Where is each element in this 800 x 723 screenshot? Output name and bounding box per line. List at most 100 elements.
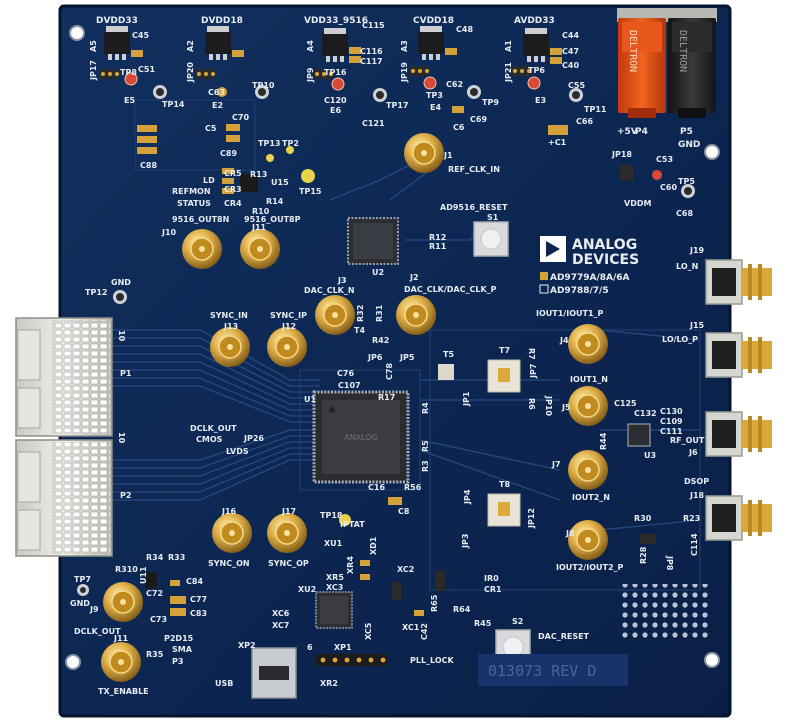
label-r14: R14 [266,197,284,206]
label-jp12: JP12 [527,508,536,529]
label-r4: R4 [421,402,430,414]
label-r23: R23 [683,514,700,523]
ad9516-reset-button[interactable] [473,221,509,257]
label-a3: A3 [400,40,409,52]
label-jp26: JP26 [243,434,264,443]
label-jp3: JP3 [461,534,470,549]
edge-sma-lo-n[interactable] [705,259,772,305]
label-a4: A4 [306,40,315,52]
sma-sync-ip[interactable] [267,327,307,367]
sma-sync-in[interactable] [210,327,250,367]
sma-iout1-p[interactable] [568,324,608,364]
assembly-options: AD9779A/8A/6A AD9788/7/5 [539,272,630,296]
regulator-avdd33 [512,28,583,135]
label-c1: +C1 [548,138,567,147]
ad9779a-dac-chip: ANALOG [312,390,410,484]
label-xr2: XR2 [320,679,338,688]
label-sync-on: SYNC_ON [208,559,250,568]
sma-ref-clk-in[interactable] [404,133,444,173]
label-tx-enable: TX_ENABLE [98,687,149,696]
label-c76: C76 [337,369,354,378]
header-connector-p2[interactable] [15,439,113,557]
sma-dclk-out[interactable] [103,582,143,622]
pin-header-xp1[interactable] [316,654,388,666]
label-xc2: XC2 [397,565,414,574]
sma-sync-op[interactable] [267,513,307,553]
label-9516-out8p: 9516_OUT8P [244,215,301,224]
label-j9: J9 [89,605,99,614]
svg-text:ANALOG: ANALOG [572,237,637,253]
label-c72: C72 [146,589,163,598]
label-cr5: CR5 [224,169,242,178]
sma-iout2-n[interactable] [568,450,608,490]
sma-sync-on[interactable] [212,513,252,553]
transformer-t7 [487,359,521,393]
transformer-t8 [487,493,521,527]
label-r30: R30 [634,514,652,523]
label-jp9: JP9 [306,67,315,83]
label-j17: J17 [281,507,296,516]
label-dac-clk-p: DAC_CLK/DAC_CLK_P [404,285,497,294]
label-c5: C5 [205,124,217,133]
edge-sma-rf-out[interactable] [705,411,772,457]
label-iout1p: IOUT1/IOUT1_P [536,309,604,318]
label-r35: R35 [146,650,164,659]
label-c68: C68 [676,209,693,218]
label-xc1: XC1 [402,623,420,632]
mixer-chip-u3 [627,423,651,447]
label-vddm: VDDM [624,199,651,208]
label-10-p1: 10 [117,330,126,342]
label-r64: R64 [453,605,471,614]
label-iout2n: IOUT2_N [572,493,610,502]
sma-9516-out8n[interactable] [182,229,222,269]
label-p4: P4 [635,127,648,137]
label-u11: U11 [139,566,148,584]
label-iptat: IPTAT [340,520,365,529]
label-iout2p: IOUT2/IOUT2_P [556,563,624,572]
label-xr4: XR4 [346,556,355,574]
label-c73: C73 [150,615,167,624]
label-t4: T4 [354,326,365,335]
edge-sma-dsop[interactable] [705,495,772,541]
label-c77: C77 [190,595,207,604]
label-jp8: JP8 [665,555,674,571]
label-j5: J5 [561,403,571,412]
label-r56: R56 [404,483,422,492]
banana-jack-black[interactable] [667,8,717,118]
label-sma: SMA [172,645,193,654]
label-iout1n: IOUT1_N [570,375,608,384]
label-jp17: JP17 [89,60,98,81]
label-xc6: XC6 [272,609,290,618]
supply-dvdd18: DVDD18 [201,16,243,26]
sma-iout2-p[interactable] [568,520,608,560]
label-c66: C66 [576,117,593,126]
label-tp7: TP7 [74,575,91,584]
sma-iout1-n[interactable] [568,386,608,426]
label-u3: U3 [644,451,656,460]
usb-connector[interactable] [251,647,297,699]
label-xd1: XD1 [369,536,378,555]
analog-devices-logo: ANALOG DEVICES [540,236,639,268]
sma-9516-out8p[interactable] [240,229,280,269]
label-tp9: TP9 [482,98,499,107]
header-connector-p1[interactable] [15,317,113,437]
label-c60: C60 [660,183,677,192]
sma-dac-clk-n[interactable] [315,295,355,335]
edge-sma-lo-p[interactable] [705,332,772,378]
revision-label-area [478,654,628,686]
label-lon: LO_N [676,262,698,271]
supply-avdd33: AVDD33 [514,16,555,26]
sma-dac-clk-p[interactable] [396,295,436,335]
label-jp10: JP10 [544,395,553,416]
banana-jack-red[interactable] [617,8,667,118]
label-s2: S2 [512,617,523,626]
label-r44: R44 [599,432,608,450]
label-xp2: XP2 [238,641,256,650]
sma-tx-enable[interactable] [101,642,141,682]
label-c48: C48 [456,25,473,34]
label-sync-in: SYNC_IN [210,311,248,320]
label-c120: C120 [324,96,347,105]
label-u2: U2 [372,268,384,277]
usb-controller-chip [315,591,353,629]
